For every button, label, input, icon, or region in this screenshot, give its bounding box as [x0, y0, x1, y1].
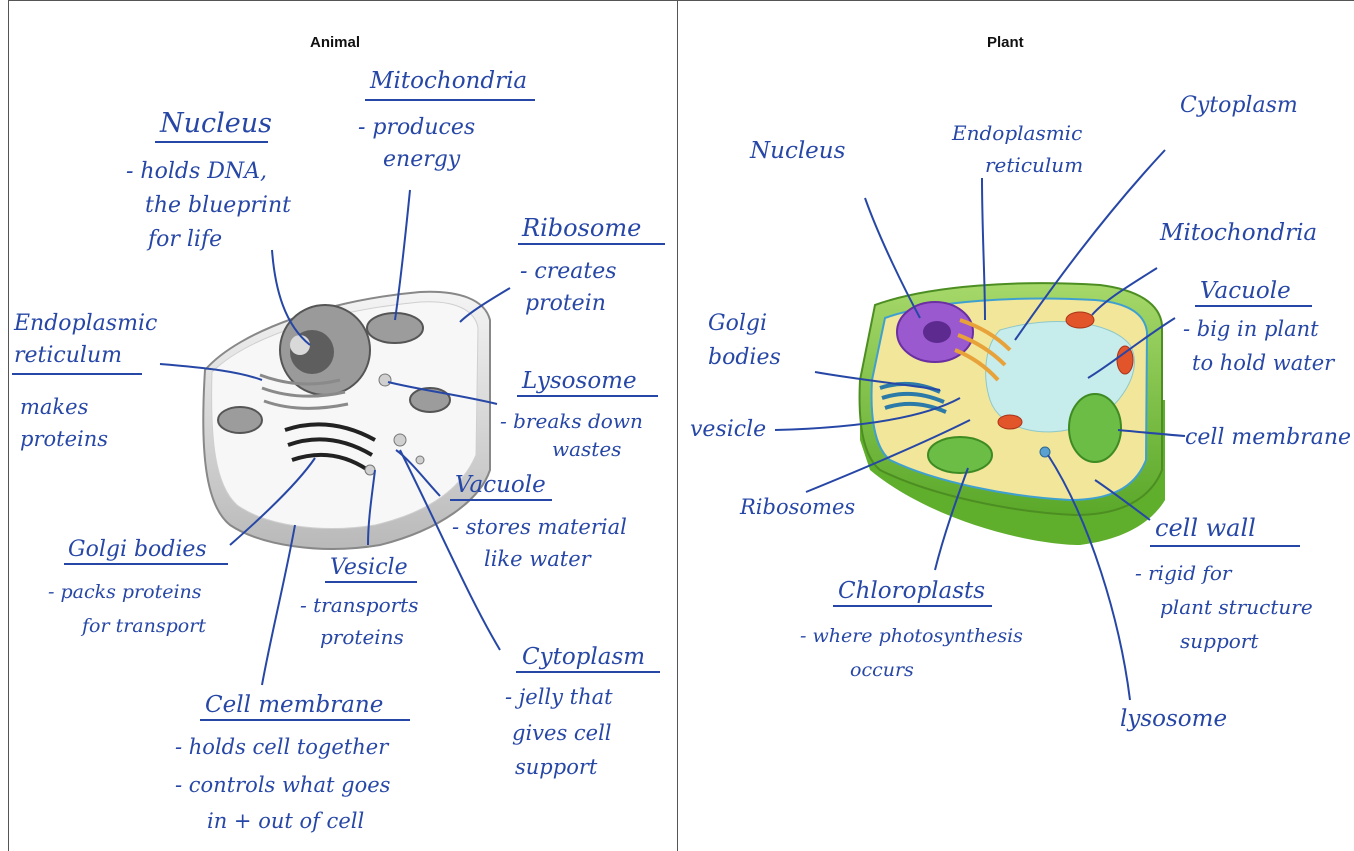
animal-er-title-2: reticulum	[14, 343, 122, 368]
plant-cytoplasm-label: Cytoplasm	[1180, 93, 1298, 118]
animal-nucleus-title: Nucleus	[159, 108, 272, 139]
plant-ribosomes-label: Ribosomes	[739, 495, 855, 519]
animal-er-desc-2: proteins	[20, 427, 108, 451]
animal-cytoplasm-desc-2: gives cell	[512, 721, 612, 745]
plant-wall-desc-3: support	[1180, 629, 1259, 653]
plant-lysosome-label: lysosome	[1120, 706, 1227, 732]
animal-membrane-desc-2: - controls what goes	[175, 773, 391, 797]
animal-ribosome-desc-2: protein	[525, 291, 606, 316]
animal-nucleus-desc-2: the blueprint	[145, 193, 291, 218]
animal-golgi-title: Golgi bodies	[68, 537, 207, 562]
animal-vacuole-title: Vacuole	[455, 472, 546, 498]
animal-membrane-title: Cell membrane	[205, 692, 383, 718]
animal-ribosome-title: Ribosome	[521, 214, 641, 242]
plant-mitochondria-label: Mitochondria	[1159, 220, 1317, 246]
animal-mito-desc-2: energy	[383, 147, 461, 172]
animal-cytoplasm-desc-3: support	[515, 755, 598, 779]
animal-nucleus-desc-1: - holds DNA,	[126, 159, 267, 184]
animal-vacuole-desc-2: like water	[484, 547, 593, 571]
plant-nucleus-label: Nucleus	[749, 138, 846, 164]
animal-mito-title: Mitochondria	[369, 68, 527, 94]
plant-vacuole-desc-1: - big in plant	[1183, 317, 1319, 341]
animal-membrane-desc-3: in + out of cell	[207, 809, 364, 833]
plant-membrane-label: cell membrane	[1185, 425, 1351, 450]
animal-cytoplasm-title: Cytoplasm	[522, 644, 645, 670]
plant-cell	[860, 283, 1165, 545]
animal-golgi-desc-2: for transport	[80, 615, 206, 637]
animal-vesicle-title: Vesicle	[330, 555, 408, 580]
animal-cytoplasm-desc-1: - jelly that	[505, 685, 613, 709]
animal-lysosome-desc-1: - breaks down	[500, 409, 643, 433]
plant-wall-desc-1: - rigid for	[1135, 561, 1233, 585]
animal-golgi-desc-1: - packs proteins	[48, 581, 202, 603]
animal-vesicle-desc-2: proteins	[320, 625, 404, 649]
animal-membrane-desc-1: - holds cell together	[175, 735, 390, 759]
animal-cell	[203, 292, 490, 549]
plant-wall-desc-2: plant structure	[1160, 595, 1313, 619]
animal-vesicle-desc-1: - transports	[300, 593, 419, 617]
plant-er-label-1: Endoplasmic	[951, 121, 1082, 145]
plant-chloroplasts-desc-2: occurs	[850, 659, 914, 681]
plant-wall-title: cell wall	[1155, 514, 1256, 542]
animal-lysosome-desc-2: wastes	[552, 437, 621, 461]
animal-nucleus-desc-3: for life	[146, 227, 222, 252]
plant-chloroplasts-title: Chloroplasts	[838, 578, 985, 604]
plant-chloroplasts-desc-1: - where photosynthesis	[800, 625, 1023, 647]
plant-vesicle-label: vesicle	[690, 417, 766, 442]
animal-er-desc-1: makes	[20, 395, 89, 419]
plant-er-label-2: reticulum	[985, 153, 1083, 177]
animal-mito-desc-1: - produces	[358, 115, 475, 140]
animal-vacuole-desc-1: - stores material	[452, 515, 627, 539]
animal-ribosome-desc-1: - creates	[520, 259, 617, 284]
plant-golgi-label-1: Golgi	[708, 311, 767, 336]
animal-er-title-1: Endoplasmic	[13, 311, 157, 336]
plant-vacuole-desc-2: to hold water	[1192, 351, 1336, 375]
plant-golgi-label-2: bodies	[708, 345, 781, 370]
animal-lysosome-title: Lysosome	[521, 368, 637, 394]
plant-vacuole-title: Vacuole	[1200, 278, 1291, 304]
